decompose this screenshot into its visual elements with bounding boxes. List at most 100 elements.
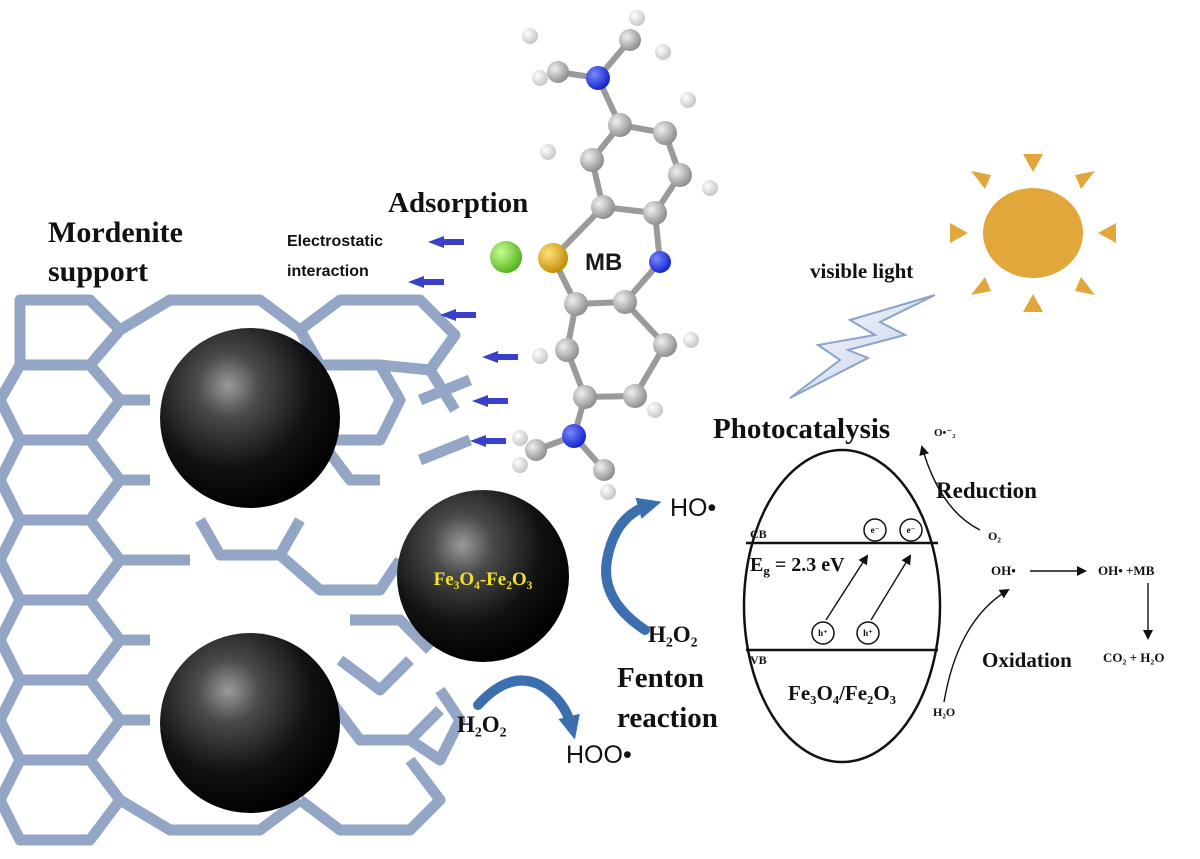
reduction-arrow <box>919 445 981 531</box>
electron-circles: e⁻ e⁻ h⁺ h⁺ <box>811 518 923 645</box>
hydrogen-atom <box>522 28 538 44</box>
hole-icon <box>811 621 835 645</box>
reaction-arrows <box>919 445 1153 703</box>
hydrogen-atom <box>647 402 663 418</box>
hydroxyl-radical-label: OH• <box>991 563 1016 578</box>
catalyst-ellipse <box>742 448 942 764</box>
electron-symbol: e⁻ <box>907 525 916 535</box>
products-label: CO₂ + H₂O <box>1103 650 1164 665</box>
hole-symbol: h⁺ <box>818 628 828 638</box>
carbon-atom <box>547 61 569 83</box>
oxidation-arrow <box>943 588 1010 703</box>
bandgap-value: = 2.3 eV <box>770 554 845 576</box>
excitation-arrow <box>870 554 912 621</box>
carbon-atom <box>653 121 677 145</box>
bandgap-symbol: E <box>750 554 763 576</box>
hydrogen-atom <box>512 430 528 446</box>
blue-arrow <box>482 351 518 363</box>
hydrogen-atom <box>683 332 699 348</box>
carbon-atom <box>643 201 667 225</box>
carbon-atom <box>608 113 632 137</box>
fenton-label: Fenton reaction <box>617 662 718 734</box>
photocatalysis-label: Photocatalysis <box>713 413 890 445</box>
curved-arrow-up <box>601 497 662 635</box>
oxygen-label: O₂ <box>988 529 1001 543</box>
hydrogen-atom <box>600 484 616 500</box>
hole-icon <box>856 621 880 645</box>
excitation-arrows <box>825 554 912 621</box>
carbon-atom <box>668 163 692 187</box>
support-label: Mordenite support <box>48 216 190 288</box>
nitrogen-atom <box>649 251 671 273</box>
sphere-top <box>160 328 340 508</box>
carbon-atom <box>613 290 637 314</box>
electrostatic-label: Electrostatic interaction <box>287 233 388 280</box>
h2o2-label-right: H₂O₂ <box>648 622 698 647</box>
bandgap-subscript: g <box>763 563 770 578</box>
carbon-atom <box>653 333 677 357</box>
fenton-label-line1: Fenton <box>617 662 704 694</box>
hydrogen-atom <box>655 44 671 60</box>
curved-arrow-down <box>473 675 580 740</box>
hydrogen-atom <box>702 180 718 196</box>
blue-arrow <box>470 435 506 447</box>
sun-icon <box>950 154 1116 312</box>
hole-symbol: h⁺ <box>863 628 873 638</box>
hoo-radical-label: HOO• <box>566 741 632 769</box>
blue-arrow <box>472 395 508 407</box>
hydrogen-atom <box>680 92 696 108</box>
bandgap-label: Eg = 2.3 eV <box>750 554 845 578</box>
carbon-atom <box>555 338 579 362</box>
nanoparticle-spheres <box>160 328 569 813</box>
blue-arrow <box>440 309 476 321</box>
electron-icon <box>863 518 887 542</box>
mb-atoms <box>490 10 718 500</box>
vb-label: VB <box>750 653 767 667</box>
hydrogen-atom <box>512 457 528 473</box>
lightning-bolt-icon <box>789 294 936 399</box>
nitrogen-atom <box>562 424 586 448</box>
fenton-label-line2: reaction <box>617 702 718 734</box>
hydrogen-atom <box>532 348 548 364</box>
hydrogen-atom <box>532 70 548 86</box>
carbon-atom <box>593 459 615 481</box>
superoxide-label: O•⁻₂ <box>934 427 956 439</box>
mb-molecule: MB <box>490 10 718 500</box>
sulfur-atom <box>538 243 568 273</box>
h2o2-label-left: H₂O₂ <box>457 712 507 737</box>
electron-icon <box>899 518 923 542</box>
particle-label: Fe₃O₄-Fe₂O₃ <box>434 569 533 590</box>
visible-light-label: visible light <box>810 259 913 283</box>
carbon-atom <box>525 439 547 461</box>
sphere-middle <box>397 490 569 662</box>
oh-mb-label: OH• +MB <box>1098 563 1155 578</box>
carbon-atom <box>623 384 647 408</box>
carbon-atom <box>580 148 604 172</box>
electrostatic-line2: interaction <box>287 263 369 280</box>
support-label-line2: support <box>48 255 148 288</box>
sphere-bottom <box>160 633 340 813</box>
cb-label: CB <box>750 527 767 541</box>
mb-label: MB <box>585 249 622 276</box>
catalyst-label: Fe₃O₄/Fe₂O₃ <box>788 681 896 705</box>
hydrogen-atom <box>540 144 556 160</box>
electrostatic-line1: Electrostatic <box>287 233 383 250</box>
water-label: H₂O <box>933 705 955 719</box>
adsorption-label: Adsorption <box>388 187 528 219</box>
blue-arrow <box>408 276 444 288</box>
reduction-label: Reduction <box>936 478 1037 503</box>
carbon-atom <box>619 29 641 51</box>
fenton-curved-arrows <box>473 497 662 740</box>
electrostatic-arrows <box>408 236 518 447</box>
support-label-line1: Mordenite <box>48 216 183 249</box>
carbon-atom <box>573 385 597 409</box>
excitation-arrow <box>825 554 869 621</box>
blue-arrow <box>428 236 464 248</box>
oxidation-label: Oxidation <box>982 648 1072 672</box>
carbon-atom <box>591 195 615 219</box>
hydrogen-atom <box>629 10 645 26</box>
nitrogen-atom <box>586 66 610 90</box>
ho-radical-label: HO• <box>670 494 716 522</box>
